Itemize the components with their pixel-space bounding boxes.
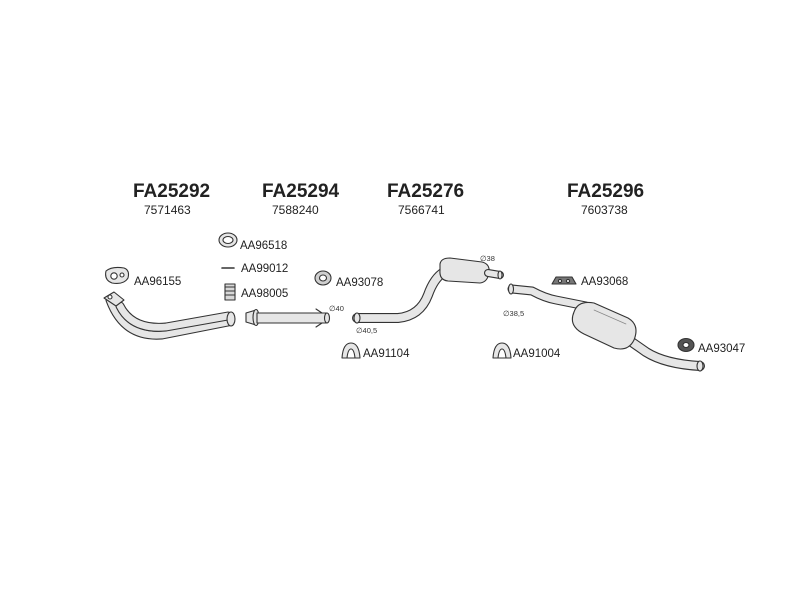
mount-aa93047 — [677, 337, 695, 353]
clamp-aa93078 — [314, 270, 332, 286]
clamp-aa91104 — [341, 342, 361, 359]
diameter-label-38: ∅38 — [480, 254, 495, 263]
rear-silencer-fa25296 — [507, 283, 705, 372]
mount-aa93068 — [551, 276, 577, 285]
front-pipe-fa25292 — [103, 291, 236, 340]
oem-number-7588240: 7588240 — [272, 203, 319, 217]
ring-aa96518 — [218, 232, 238, 248]
part-number-fa25294: FA25294 — [262, 181, 340, 202]
oem-number-7571463: 7571463 — [144, 203, 191, 217]
clamp-aa91004 — [492, 342, 512, 359]
code-aa96155: AA96155 — [134, 276, 182, 288]
code-aa93047: AA93047 — [698, 343, 746, 355]
oem-number-7603738: 7603738 — [581, 203, 628, 217]
code-aa93078: AA93078 — [336, 277, 384, 289]
part-number-fa25296: FA25296 — [567, 181, 645, 202]
code-aa91104: AA91104 — [363, 348, 410, 360]
code-aa93068: AA93068 — [581, 276, 629, 288]
code-aa91004: AA91004 — [513, 348, 561, 360]
code-aa98005: AA98005 — [241, 288, 289, 300]
centre-silencer-fa25276 — [352, 257, 504, 324]
code-aa99012: AA99012 — [241, 263, 289, 275]
diameter-label-40: ∅40 — [329, 304, 344, 313]
intermediate-pipe-fa25294 — [245, 308, 331, 328]
gasket-aa96155 — [105, 266, 130, 284]
diameter-label-38-5: ∅38,5 — [503, 309, 525, 318]
oem-number-7566741: 7566741 — [398, 203, 445, 217]
code-aa96518: AA96518 — [240, 240, 288, 252]
part-number-fa25292: FA25292 — [133, 181, 211, 202]
diameter-label-40-5: ∅40,5 — [356, 326, 378, 335]
part-number-fa25276: FA25276 — [387, 181, 465, 202]
spring-aa98005 — [224, 283, 236, 301]
